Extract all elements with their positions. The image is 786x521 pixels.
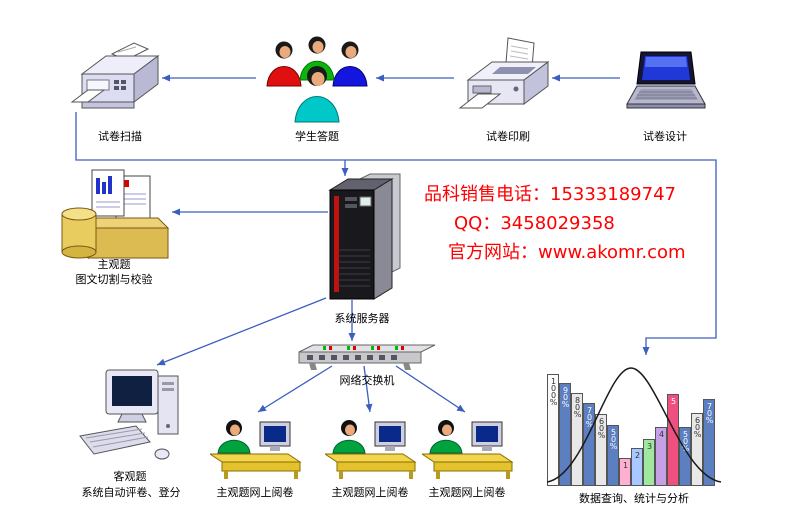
chart-bar: 90% [559, 383, 571, 486]
label-subjective-2: 图文切割与校验 [75, 273, 153, 286]
label-exam-design: 试卷设计 [643, 130, 687, 143]
label-system-server: 系统服务器 [334, 312, 390, 325]
switch-icon [298, 344, 436, 370]
contact-qq: QQ：3458029358 [454, 213, 615, 234]
contact-phone: 品科销售电话：15333189747 [424, 184, 676, 205]
label-marking-2: 主观题网上阅卷 [331, 486, 409, 499]
students-icon [266, 36, 368, 123]
chart-bar: 100% [547, 374, 559, 486]
chart-bar: 2 [631, 448, 643, 486]
server-icon [328, 173, 401, 300]
contact-website: 官方网站：www.akomr.com [448, 242, 686, 263]
laptop-icon [626, 51, 706, 109]
chart-bar: 50% [679, 427, 691, 486]
label-objective-1: 客观题 [113, 470, 147, 483]
label-marking-1: 主观题网上阅卷 [216, 486, 294, 499]
label-exam-scan: 试卷扫描 [98, 130, 142, 143]
contact-info: 品科销售电话：15333189747 QQ：3458029358 官方网站：ww… [424, 180, 686, 267]
label-subjective-1: 主观题 [97, 258, 131, 271]
label-objective-2: 系统自动评卷、登分 [81, 486, 181, 499]
label-students: 学生答题 [295, 130, 339, 143]
node-network-switch [293, 342, 441, 376]
marking-desk-icon [208, 420, 302, 479]
label-exam-print: 试卷印刷 [486, 130, 530, 143]
chart-bar: 80% [571, 393, 583, 486]
chart-bar: 5 [667, 394, 679, 486]
node-objective-scoring [78, 368, 186, 472]
chart-bar: 60% [691, 413, 703, 486]
chart-bar: 70% [703, 399, 715, 486]
marking-desk-icon [420, 420, 514, 479]
label-stats: 数据查询、统计与分析 [579, 492, 689, 505]
scanner-icon [70, 42, 160, 109]
documents-database-icon [61, 169, 170, 260]
node-exam-scan [70, 38, 170, 132]
chart-bar: 4 [655, 427, 667, 486]
node-marking-station-3 [420, 416, 514, 484]
chart-bar: 50% [607, 425, 619, 486]
node-exam-print [458, 36, 558, 130]
label-network-switch: 网络交换机 [339, 374, 395, 387]
node-marking-station-2 [323, 416, 417, 484]
node-system-server [312, 172, 412, 314]
chart-bar: 60% [595, 414, 607, 486]
node-subjective-cutting [58, 168, 170, 272]
node-exam-design [625, 50, 707, 126]
chart-bar: 3 [643, 439, 655, 486]
node-marking-station-1 [208, 416, 302, 484]
chart-bar: 70% [583, 403, 595, 486]
desktop-computer-icon [79, 369, 179, 460]
label-marking-3: 主观题网上阅卷 [428, 486, 506, 499]
node-students [262, 34, 372, 132]
printer-icon [458, 37, 550, 109]
chart-bar: 1 [619, 458, 631, 486]
marking-desk-icon [323, 420, 417, 479]
